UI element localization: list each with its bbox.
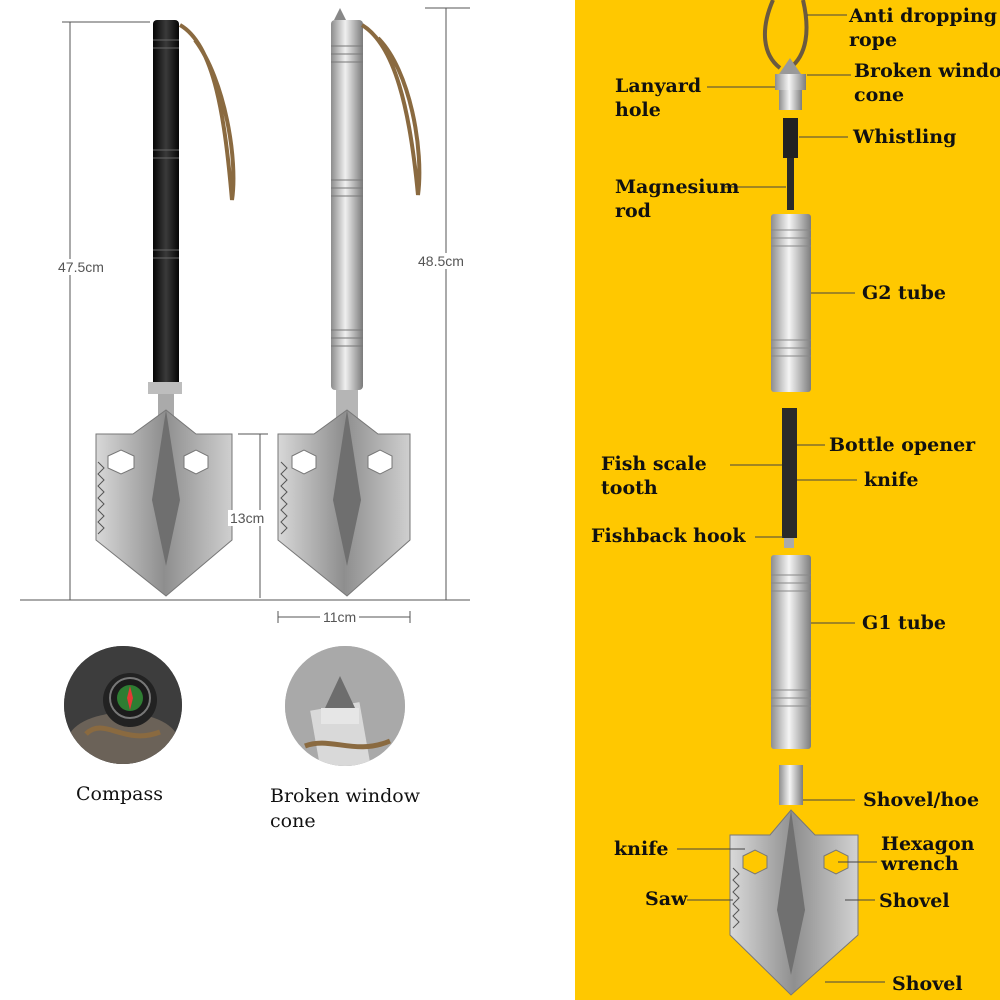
broken-window-cone-drawing [775, 58, 806, 110]
label-lanyard-hole-line2: hole [615, 99, 661, 121]
black-shovel-blade [95, 409, 233, 597]
label-anti-dropping-rope-line2: rope [849, 29, 898, 51]
exploded-parts-panel [575, 0, 1000, 1000]
silver-shovel-blade [277, 409, 411, 597]
shovel-blade-drawing [729, 765, 859, 996]
label-bottle-opener: Bottle opener [829, 434, 976, 456]
label-g2-tube: G2 tube [862, 282, 947, 304]
label-fishback-hook: Fishback hook [591, 525, 746, 547]
label-fish-scale-tooth-line1: Fish scale [601, 453, 707, 475]
label-shovel-hoe: Shovel/hoe [863, 789, 980, 811]
product-dimensions-panel: 47.5cm 48.5cm 13cm 11cm Compass Broken w… [20, 7, 470, 834]
label-lanyard-hole: Lanyard hole [615, 74, 701, 122]
label-broken-window-cone-line1: Broken window [854, 60, 1000, 82]
label-broken-window-cone-line2: cone [854, 84, 905, 106]
label-knife-lower: knife [614, 838, 669, 860]
compass-icon [64, 646, 182, 764]
broken-window-cone-caption: Broken window cone [270, 784, 420, 834]
dimension-drawing [20, 7, 470, 623]
label-lanyard-hole-line1: Lanyard [615, 75, 702, 97]
whistle-drawing [783, 118, 798, 158]
exploded-view-drawing [677, 0, 885, 996]
label-g1-tube: G1 tube [862, 612, 947, 634]
label-knife-upper: knife [864, 469, 919, 491]
blade-height-label: 13cm [228, 510, 267, 526]
blade-width-label: 11cm [320, 609, 360, 625]
label-hexagon-wrench-line1: Hexagon [881, 833, 975, 855]
black-shovel-rope [178, 23, 236, 201]
magnesium-rod-drawing [787, 158, 794, 210]
broken-window-cone-caption-line2: cone [270, 810, 316, 832]
silver-shovel-rope [360, 23, 422, 196]
label-anti-dropping-rope-line1: Anti dropping [849, 5, 998, 27]
anti-dropping-rope-drawing [762, 0, 809, 70]
label-magnesium-rod-line1: Magnesium [615, 176, 740, 198]
g1-tube-drawing [771, 555, 811, 749]
multi-tool-knife-drawing [782, 408, 797, 548]
label-hexagon-wrench-line2: wrench [881, 853, 959, 875]
label-shovel-bottom: Shovel [892, 973, 963, 995]
compass-caption: Compass [76, 783, 163, 805]
label-whistling: Whistling [853, 126, 957, 148]
label-magnesium-rod-line2: rod [615, 200, 651, 222]
label-hexagon-wrench: Hexagon wrench [881, 834, 974, 874]
label-fish-scale-tooth: Fish scale tooth [601, 452, 707, 500]
g2-tube-drawing [771, 214, 811, 392]
compass-photo [64, 646, 182, 764]
label-magnesium-rod: Magnesium rod [615, 175, 739, 223]
window-breaker-cone-icon [285, 646, 405, 766]
broken-window-cone-caption-line1: Broken window [270, 785, 420, 807]
height-silver-label: 48.5cm [416, 253, 466, 269]
label-shovel-side: Shovel [879, 890, 950, 912]
black-shovel [148, 20, 182, 434]
broken-window-cone-photo [285, 646, 405, 766]
label-broken-window-cone: Broken window cone [854, 59, 1000, 107]
height-black-label: 47.5cm [56, 259, 106, 275]
label-saw: Saw [645, 888, 688, 910]
silver-shovel [331, 8, 363, 430]
label-anti-dropping-rope: Anti dropping rope [849, 4, 997, 52]
label-fish-scale-tooth-line2: tooth [601, 477, 658, 499]
